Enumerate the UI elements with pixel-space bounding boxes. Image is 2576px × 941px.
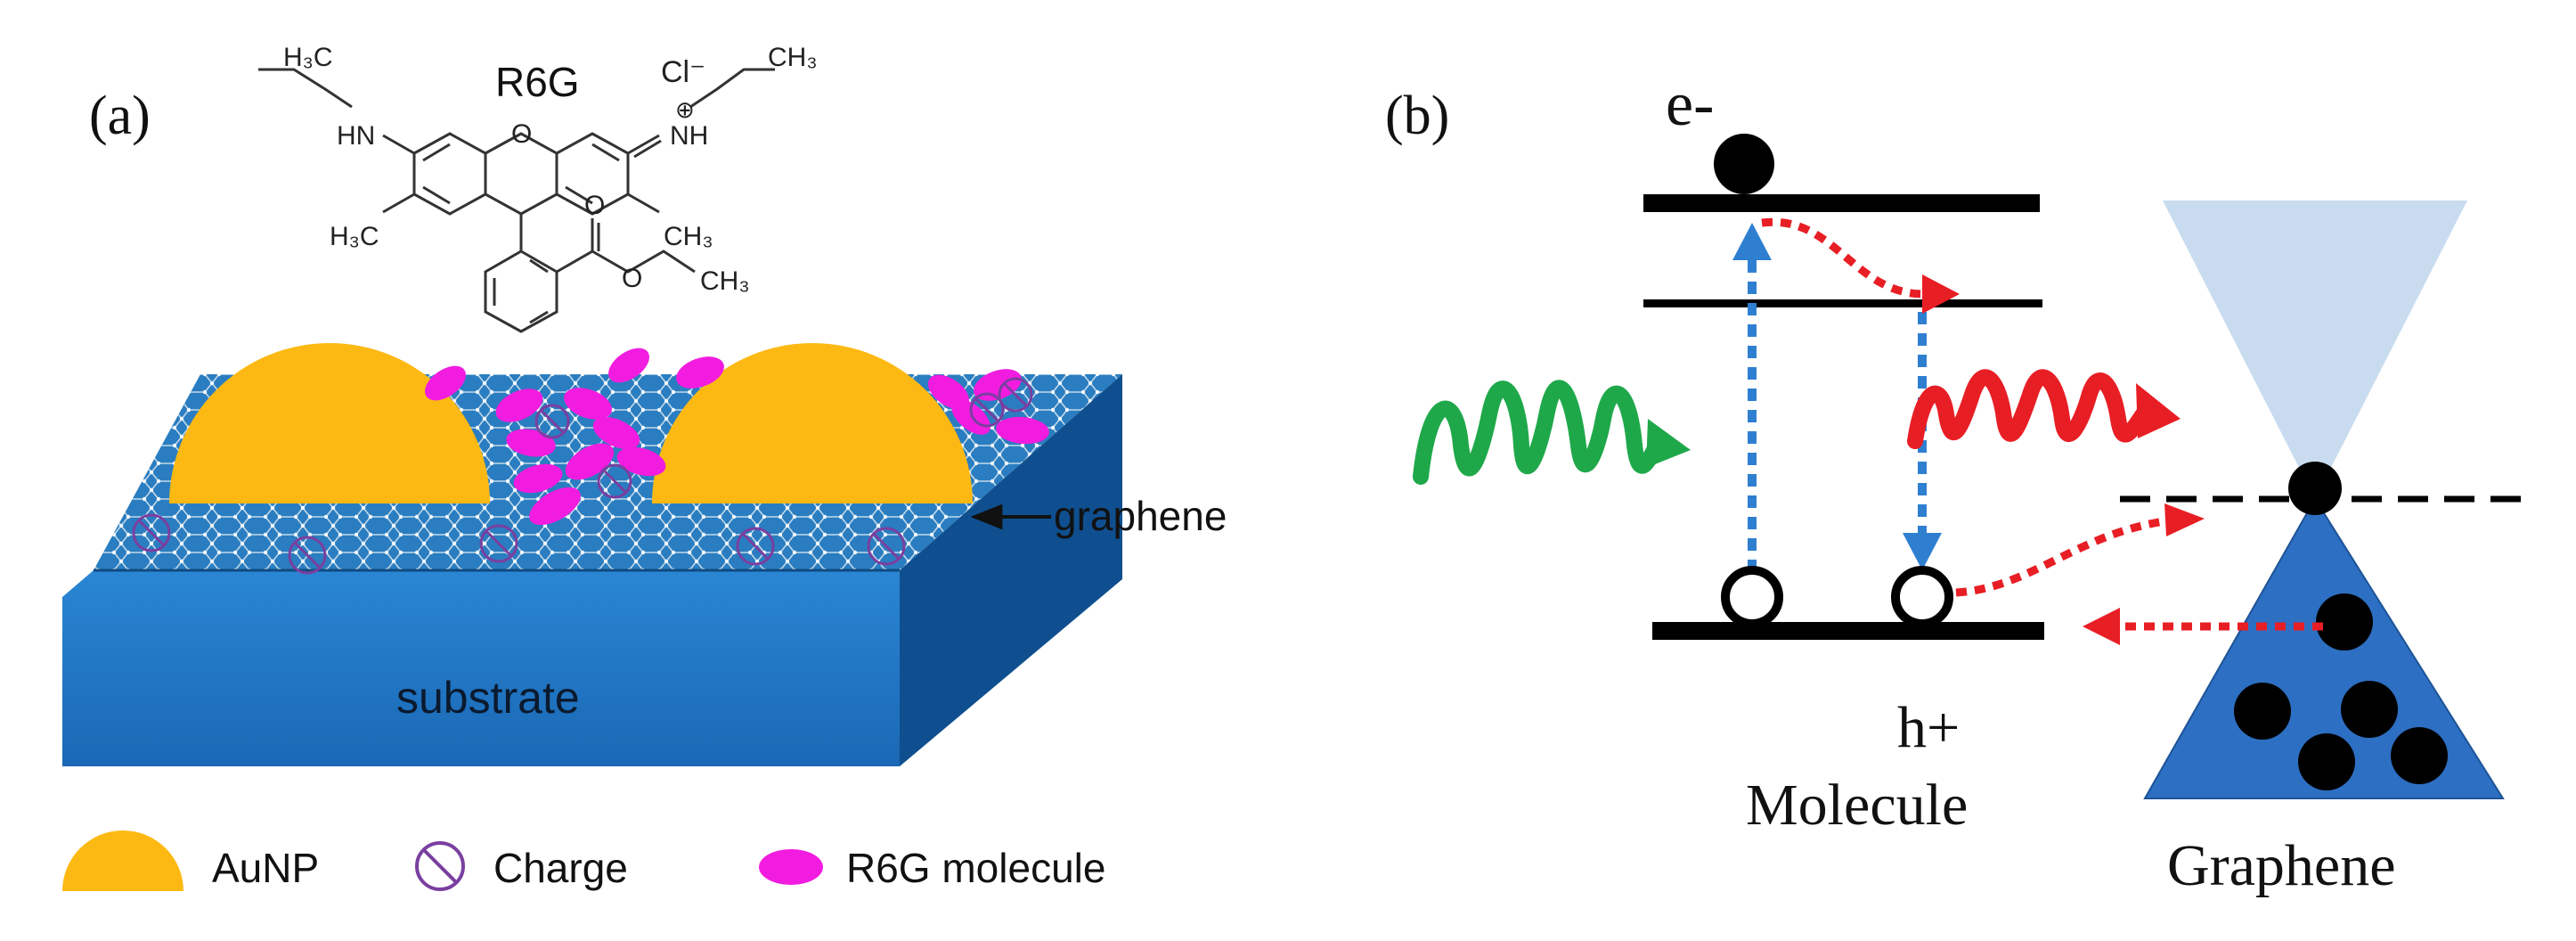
graphene-electron [2298,733,2355,790]
panel-b-label: (b) [1385,86,1449,146]
r6g-group-ch3-mid-right: CH₃ [664,222,713,251]
charges [132,377,1033,575]
r6g-molecule [529,487,581,526]
r6g-molecule [564,388,612,420]
r6g-molecule [565,443,615,480]
excitation-arrowhead [1732,223,1772,260]
r6g-molecule [676,356,724,389]
panel-a-label: (a) [89,86,151,146]
r6g-group-hn: HN [337,121,375,151]
charge-icon [479,524,518,563]
electron-dot [1714,134,1774,194]
r6g-name: R6G [495,59,580,105]
r6g-group-ch3-mid-left: H₃C [330,222,379,251]
r6g-structure [258,68,775,333]
panel-b: (b) e- h+ Molecule [1385,70,2521,898]
r6g-group-ch3-ester: CH₃ [700,266,750,296]
r6g-counterion: Cl⁻ [661,55,705,89]
emission-wave-head [2136,383,2181,438]
r6g-molecule [495,389,543,422]
graphene-electron [2391,727,2448,784]
r6g-group-o-ester: O [622,264,642,293]
legend-r6g-label: R6G molecule [846,845,1105,891]
emission-wave [1907,369,2153,449]
gold-dome-icon [62,831,183,891]
panel-a: (a) R6G [62,43,1227,891]
r6g-molecule [608,348,649,383]
electron-transfer-arrowhead [2083,608,2120,645]
lumo-level [1643,194,2040,212]
r6g-labels: R6G Cl⁻ H₃C CH₃ HN NH ⊕ O H₃C CH₃ O O CH… [283,43,818,296]
magenta-ellipse-icon [759,849,823,885]
molecule-label: Molecule [1746,773,1968,838]
emission-arrowhead [1903,533,1942,570]
r6g-molecule [616,446,666,477]
r6g-group-plus: ⊕ [675,96,695,123]
charge-icon [534,404,570,439]
r6g-group-nh: NH [670,121,708,151]
substrate-side-face [900,374,1122,766]
graphene-electron [2341,681,2398,738]
charge-icon [867,527,906,566]
aunp-right [652,343,973,503]
graphene-electron [2316,593,2373,651]
charge-icon [132,513,171,552]
dirac-point-electron [2288,462,2342,515]
aunp-group [169,343,973,503]
legend-aunp-label: AuNP [212,845,319,891]
graphene-label-b: Graphene [2167,833,2396,898]
relaxation-arrow [1761,217,1925,299]
homo-level [1652,622,2044,640]
hole-transfer-arrow [1955,517,2165,597]
charge-icon [969,392,1005,428]
prohibited-circle-icon [415,841,465,891]
hole-circle [1891,566,1953,628]
excitation-wave [1413,380,1667,485]
r6g-molecule [513,463,563,494]
charge-icon [998,377,1033,413]
r6g-group-ch3-top-left: H₃C [283,43,333,72]
graphene-electron [2234,683,2291,740]
dirac-cone: Graphene [2120,200,2521,898]
legend-a: AuNP Charge R6G molecule [62,831,1105,891]
graphene-pointer: graphene [970,493,1227,539]
benzoate-ring [484,250,558,333]
r6g-molecule [425,365,466,401]
transition-arrows [1732,223,1942,615]
electron-label: e- [1666,70,1714,139]
charge-icon [597,463,632,499]
conduction-cone [2163,200,2467,499]
substrate-front-face [62,570,900,766]
valence-cone [2143,497,2505,799]
excited-level [1643,299,2042,307]
r6g-group-o-carbonyl: O [584,191,605,220]
r6g-molecule [996,416,1049,445]
r6g-group-o-ring: O [511,119,532,149]
charge-icon [288,536,327,575]
substrate-label: substrate [396,673,580,723]
r6g-molecule [592,416,640,450]
r6g-molecules [425,348,1049,526]
hole-label: h+ [1897,695,1960,760]
relaxation-arrowhead [1922,274,1960,314]
hole-transfer-arrowhead [2164,503,2205,536]
r6g-group-ch3-top-right: CH₃ [768,43,818,72]
charge-icon [736,527,775,566]
legend-charge-label: Charge [493,845,628,891]
hole-circle [1721,566,1783,628]
graphene-label-a: graphene [1054,493,1227,539]
aunp-left [169,343,490,503]
excitation-wave-head [1646,419,1691,468]
energy-levels [1643,194,2044,640]
